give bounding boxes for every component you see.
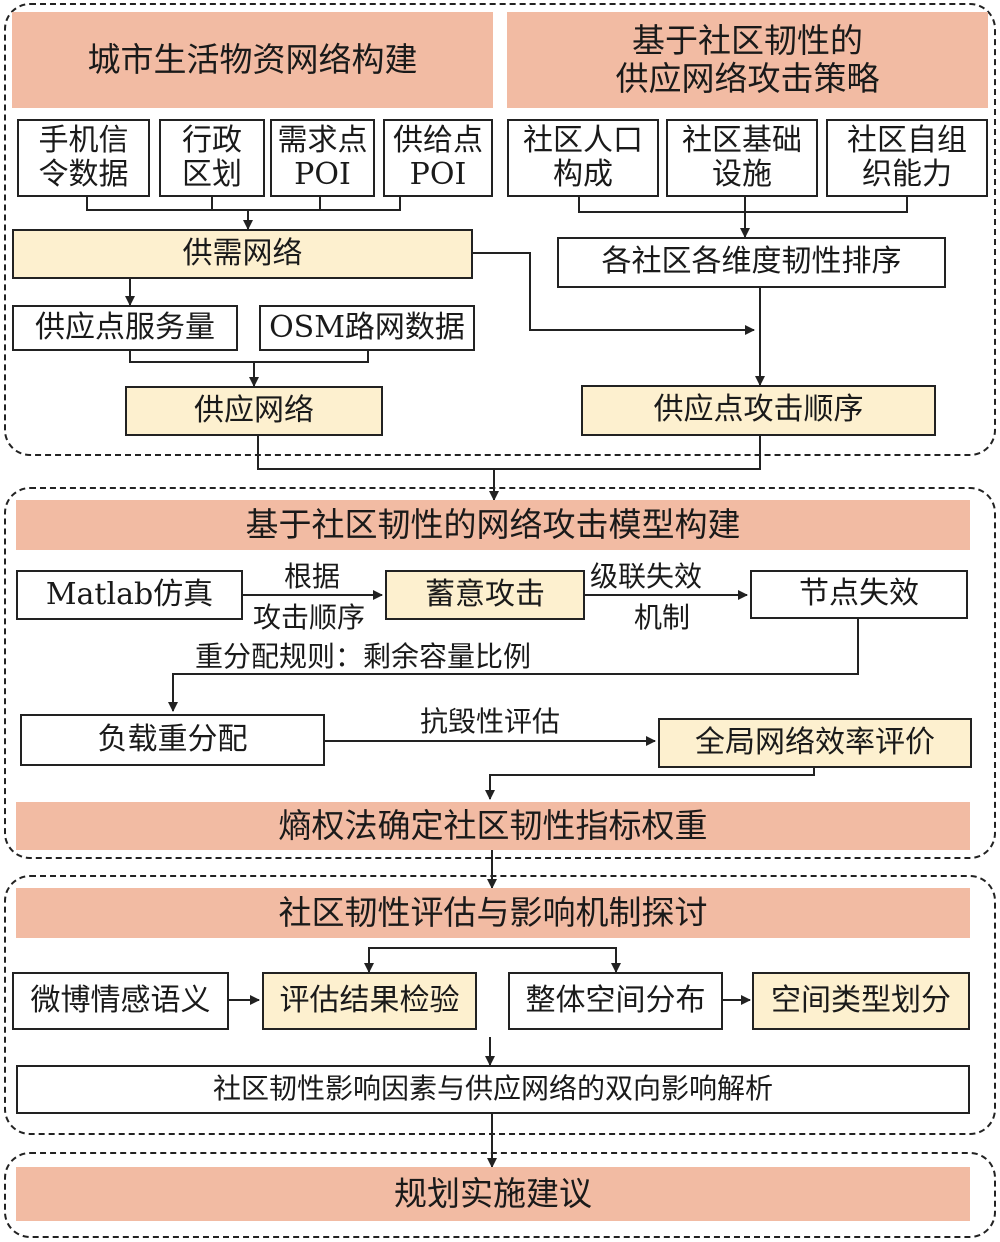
node-spatial-distribution: 整体空间分布: [508, 972, 723, 1030]
source-admin-division-label: 行政区划: [182, 122, 242, 192]
node-osm-data: OSM路网数据: [259, 305, 475, 351]
node-entropy-weight: 熵权法确定社区韧性指标权重: [16, 802, 970, 850]
source-self-organization: 社区自组织能力: [826, 119, 988, 197]
source-supply-poi-label: 供给点POI: [393, 122, 483, 192]
header-resilience-evaluation: 社区韧性评估与影响机制探讨: [16, 888, 970, 938]
header-planning-suggestions: 规划实施建议: [16, 1167, 970, 1221]
group-network-construction: [4, 3, 996, 456]
source-population: 社区人口构成: [507, 119, 659, 197]
source-mobile-signal-label: 手机信令数据: [38, 122, 129, 192]
node-attack-order: 供应点攻击顺序: [581, 385, 936, 436]
source-demand-poi: 需求点POI: [270, 119, 375, 197]
label-redistribution: 重分配规则：剩余容量比例: [195, 640, 532, 673]
header-attack-strategy: 基于社区韧性的 供应网络攻击策略: [507, 12, 988, 108]
node-load-redistribution: 负载重分配: [20, 714, 325, 766]
node-validation: 评估结果检验: [262, 972, 477, 1030]
node-supply-demand-network: 供需网络: [12, 229, 473, 279]
group-attack-model: [4, 487, 996, 859]
node-weibo: 微博情感语义: [12, 972, 229, 1030]
node-node-failure: 节点失效: [750, 570, 968, 619]
source-infrastructure: 社区基础设施: [666, 119, 818, 197]
group-planning: [4, 1152, 996, 1238]
source-self-organization-label: 社区自组织能力: [847, 122, 967, 192]
header-network-construction: 城市生活物资网络构建: [12, 12, 493, 108]
group-resilience-evaluation: [4, 875, 996, 1135]
node-spatial-types: 空间类型划分: [752, 972, 970, 1030]
source-population-label: 社区人口构成: [523, 122, 643, 192]
label-basis-1: 根据: [284, 560, 341, 593]
label-cascade-1: 级联失效: [590, 560, 703, 593]
header-attack-strategy-text: 基于社区韧性的 供应网络攻击策略: [615, 21, 880, 98]
node-resilience-ranking: 各社区各维度韧性排序: [557, 237, 946, 288]
node-bidirectional-analysis: 社区韧性影响因素与供应网络的双向影响解析: [16, 1065, 970, 1114]
node-supply-service: 供应点服务量: [12, 305, 238, 351]
label-basis-2: 攻击顺序: [253, 601, 366, 634]
source-infrastructure-label: 社区基础设施: [682, 122, 802, 192]
header-attack-model: 基于社区韧性的网络攻击模型构建: [16, 500, 970, 550]
source-demand-poi-label: 需求点POI: [277, 122, 368, 192]
label-cascade-2: 机制: [634, 601, 691, 634]
node-global-efficiency: 全局网络效率评价: [658, 718, 972, 768]
node-deliberate-attack: 蓄意攻击: [385, 570, 585, 620]
label-robustness: 抗毁性评估: [420, 705, 561, 738]
node-matlab: Matlab仿真: [16, 570, 243, 620]
source-supply-poi: 供给点POI: [383, 119, 493, 197]
source-admin-division: 行政区划: [159, 119, 265, 197]
node-supply-network: 供应网络: [125, 386, 383, 436]
source-mobile-signal: 手机信令数据: [17, 119, 150, 197]
